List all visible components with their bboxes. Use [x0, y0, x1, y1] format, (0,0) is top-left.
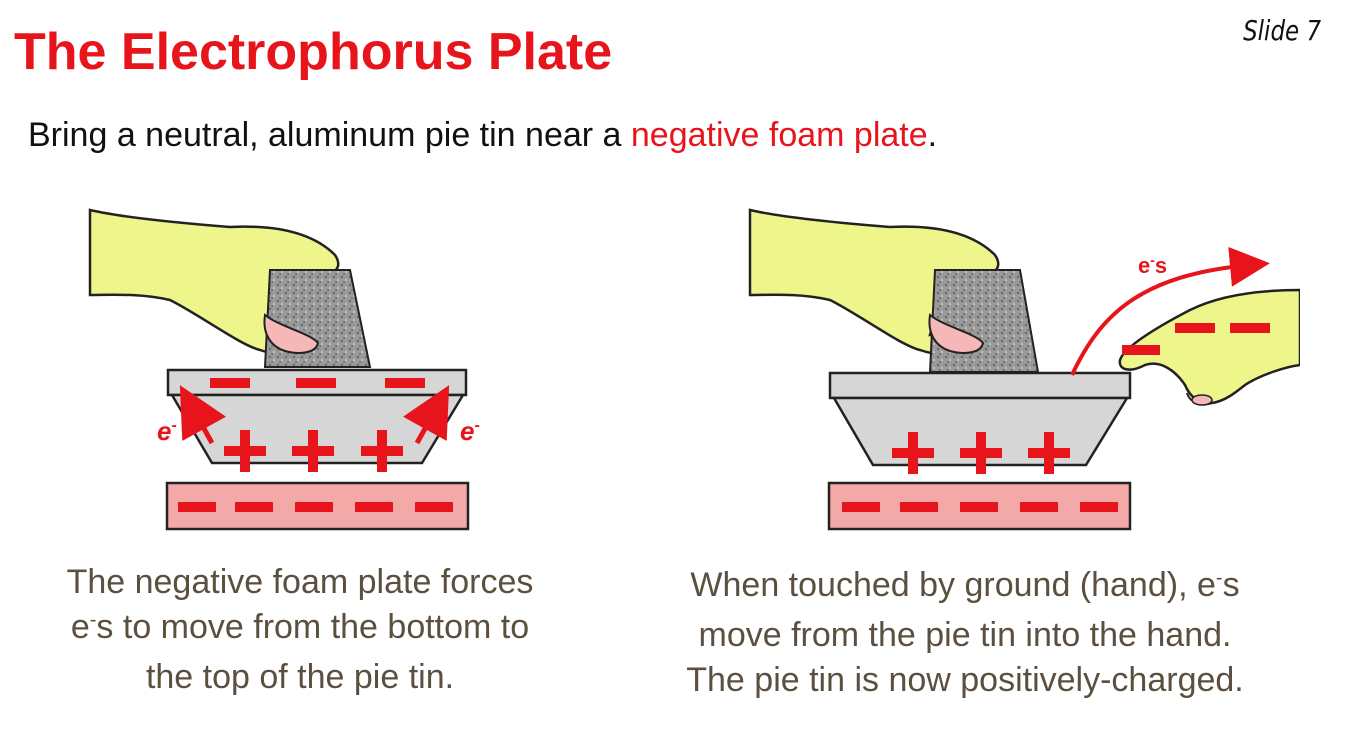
negative-charge: [1175, 323, 1215, 333]
electron-label-right: e-: [460, 416, 480, 446]
intro-sentence: Bring a neutral, aluminum pie tin near a…: [28, 116, 937, 155]
intro-text: Bring a neutral, aluminum pie tin near a: [28, 116, 631, 154]
foam-negative-charges: [842, 502, 1118, 512]
caption-line: move from the pie tin into the hand.: [698, 616, 1232, 654]
positive-charges: [892, 432, 1070, 474]
left-electrophorus-diagram: e- e-: [88, 208, 480, 531]
intro-highlight: negative foam plate: [630, 116, 928, 154]
negative-charge: [296, 378, 336, 388]
grounding-hand: [1118, 288, 1300, 405]
caption-line: the top of the pie tin.: [145, 658, 455, 696]
intro-period: .: [927, 116, 938, 154]
electron-arrow-left: [179, 385, 226, 445]
page-title: The Electrophorus Plate: [14, 23, 613, 81]
electron-arrow-right: [403, 385, 450, 445]
caption-line: The pie tin is now positively-charged.: [686, 661, 1244, 699]
electron-label-left: e-: [157, 416, 177, 446]
positive-charges: [224, 430, 403, 472]
caption-line: The negative foam plate forces: [66, 563, 534, 601]
right-caption: When touched by ground (hand), e-s move …: [640, 563, 1290, 703]
electron-flow-label: e-s: [1138, 252, 1167, 278]
slide-number: Slide 7: [1243, 14, 1321, 47]
negative-charge: [210, 378, 250, 388]
foam-block: [928, 269, 1040, 373]
caption-line: When touched by ground (hand), e-s: [690, 566, 1240, 604]
caption-line: e-s to move from the bottom to: [70, 608, 530, 646]
negative-charge: [1230, 323, 1270, 333]
foam-negative-charges: [178, 502, 453, 512]
negative-charge: [385, 378, 425, 388]
right-electrophorus-diagram: e-s: [748, 208, 1300, 531]
negative-charge: [1122, 345, 1160, 355]
thumb-shape: [263, 313, 320, 354]
fingernail: [1191, 394, 1213, 406]
pie-tin-rim: [828, 371, 1132, 400]
electron-flow-arrow: [1070, 246, 1270, 376]
left-caption: The negative foam plate forces e-s to mo…: [20, 560, 580, 700]
thumb-shape: [928, 313, 985, 354]
foam-block: [263, 269, 372, 368]
